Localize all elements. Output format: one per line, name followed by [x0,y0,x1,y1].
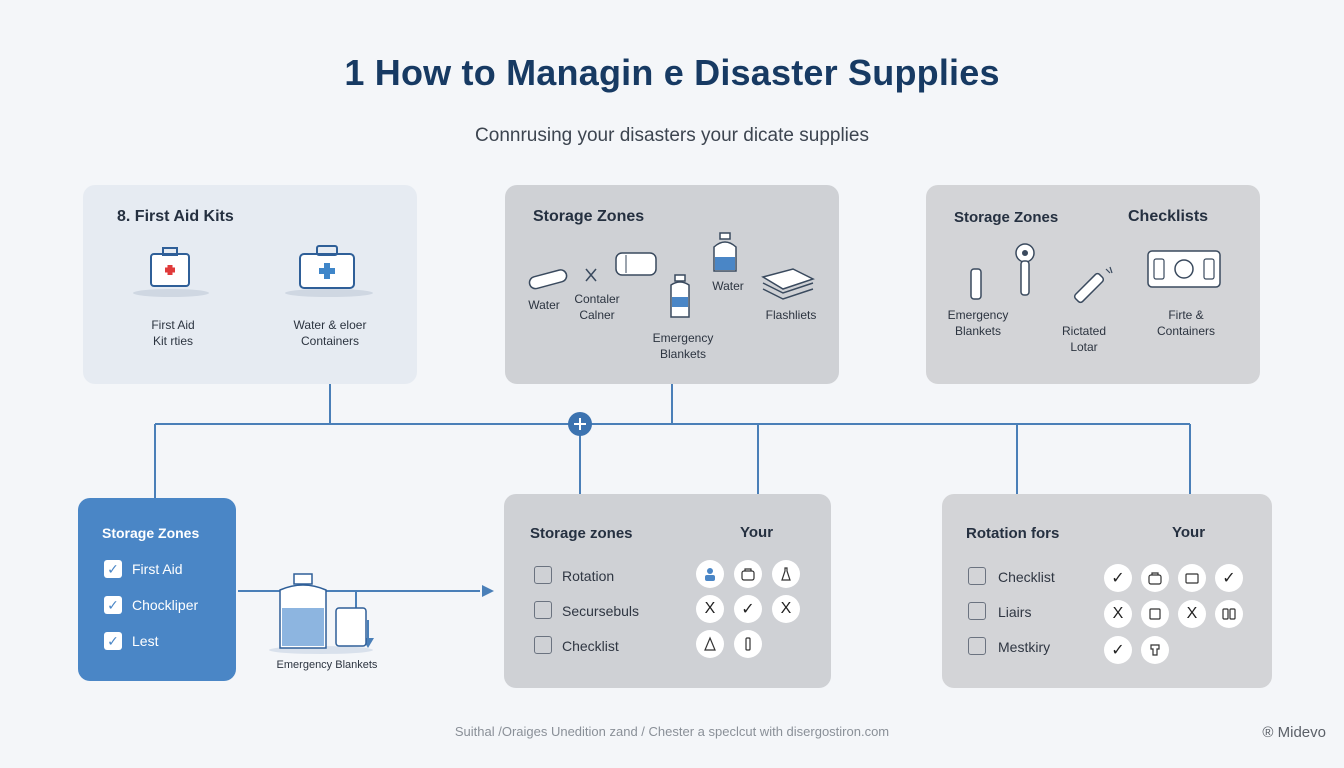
page-title: 1 How to Managin e Disaster Supplies [344,52,1000,93]
card-heading-right: Checklists [1128,208,1209,225]
cross-mark[interactable]: X [1178,600,1206,628]
storage-zones-blue-card: Storage Zones ✓ First Aid ✓ Chockliper ✓… [78,498,236,681]
bottle-icon[interactable] [772,560,800,588]
kit-icon[interactable] [734,560,762,588]
brand-mark: ® Midevo [1262,724,1326,741]
blue-item-label: First Aid [132,561,183,577]
card-heading: Storage Zones [533,208,645,225]
card-heading: Rotation fors [966,525,1060,542]
blue-item-label: Chockliper [132,597,199,613]
storage-zones-card: Storage Zones Water Contaler Calner Emer… [505,185,839,384]
water-bottle-icon [670,274,690,318]
kit-icon[interactable] [1141,564,1169,592]
container-icon[interactable] [1141,636,1169,664]
emergency-blankets-label: Emergency Blankets [947,308,1009,338]
cross-mark[interactable]: X [1104,600,1132,628]
rotation-checklist-card: Rotation fors Your Checklist Liairs Mest… [942,494,1272,688]
check-mark[interactable]: ✓ [1104,564,1132,592]
person-icon[interactable] [696,560,724,588]
first-aid-kit-icon [133,247,209,297]
row-label: Secursebuls [562,603,640,619]
container-box-icon [1147,250,1221,288]
your-heading: Your [740,524,774,541]
blanket-icon[interactable] [1141,600,1169,628]
checkbox-first-aid[interactable]: ✓ [104,560,122,578]
your-heading: Your [1172,524,1206,541]
water-label-right: Water [712,279,744,293]
container-roll-icon [615,252,657,276]
row-label: Liairs [998,604,1032,620]
water-jug-icon [713,232,737,272]
flashlight-icon [970,268,982,300]
firte-containers-label: Firte & Containers [1156,308,1216,338]
rotated-label: Rictated Lotar [1061,324,1107,354]
water-container-illustration-icon [269,573,373,654]
row-label: Rotation [562,568,615,584]
mestkiry-checkbox[interactable] [968,637,986,655]
row-label: Checklist [562,638,619,654]
water-tube-icon [528,269,568,290]
card-heading-left: Storage Zones [954,209,1059,226]
bottles-icon[interactable] [1215,600,1243,628]
secursebuls-checkbox[interactable] [534,601,552,619]
emergency-blankets-label: Emergency Blankets [652,331,714,361]
storage-zones-checklist-card: Storage zones Your Rotation Secursebuls … [504,494,831,688]
checkbox-chockliper[interactable]: ✓ [104,596,122,614]
first-aid-label: First Aid Kit rties [151,318,195,348]
blue-card-heading: Storage Zones [102,525,200,541]
card-heading: 8. First Aid Kits [117,208,234,225]
cross-mark[interactable]: X [772,595,800,623]
rotated-tube-icon [1073,266,1113,304]
person-alert-icon[interactable] [696,630,724,658]
liairs-checkbox[interactable] [968,602,986,620]
footer-text: Suithal /Oraiges Unedition zand / Cheste… [454,724,890,739]
rotation-checkbox[interactable] [534,566,552,584]
checklists-card: Storage Zones Checklists Emergency Blank… [926,185,1260,384]
blue-item-label: Lest [132,633,159,649]
first-aid-card: 8. First Aid Kits First Aid Kit rties Wa… [83,185,417,384]
medical-bag-icon [285,245,373,297]
row-label: Checklist [998,569,1055,585]
row-label: Mestkiry [998,639,1051,655]
page-subtitle: Connrusing your disasters your dicate su… [475,125,869,146]
torch-icon [1015,243,1035,296]
check-mark[interactable]: ✓ [1104,636,1132,664]
water-containers-label: Water & eloer Containers [293,318,367,348]
water-label: Water [528,298,560,312]
flashlights-label: Flashliets [765,308,817,322]
checkbox-lest[interactable]: ✓ [104,632,122,650]
check-mark[interactable]: ✓ [734,595,762,623]
container-small-icon [585,268,597,282]
blankets-stack-icon [761,268,815,300]
card-heading: Storage zones [530,525,633,542]
checklist-checkbox[interactable] [534,636,552,654]
checklist-checkbox[interactable] [968,567,986,585]
container-label: Contaler Calner [574,292,620,322]
torch-small-icon[interactable] [734,630,762,658]
cross-mark[interactable]: X [696,595,724,623]
check-mark[interactable]: ✓ [1215,564,1243,592]
emergency-blankets-caption: Emergency Blankets [276,659,378,671]
box-icon[interactable] [1178,564,1206,592]
